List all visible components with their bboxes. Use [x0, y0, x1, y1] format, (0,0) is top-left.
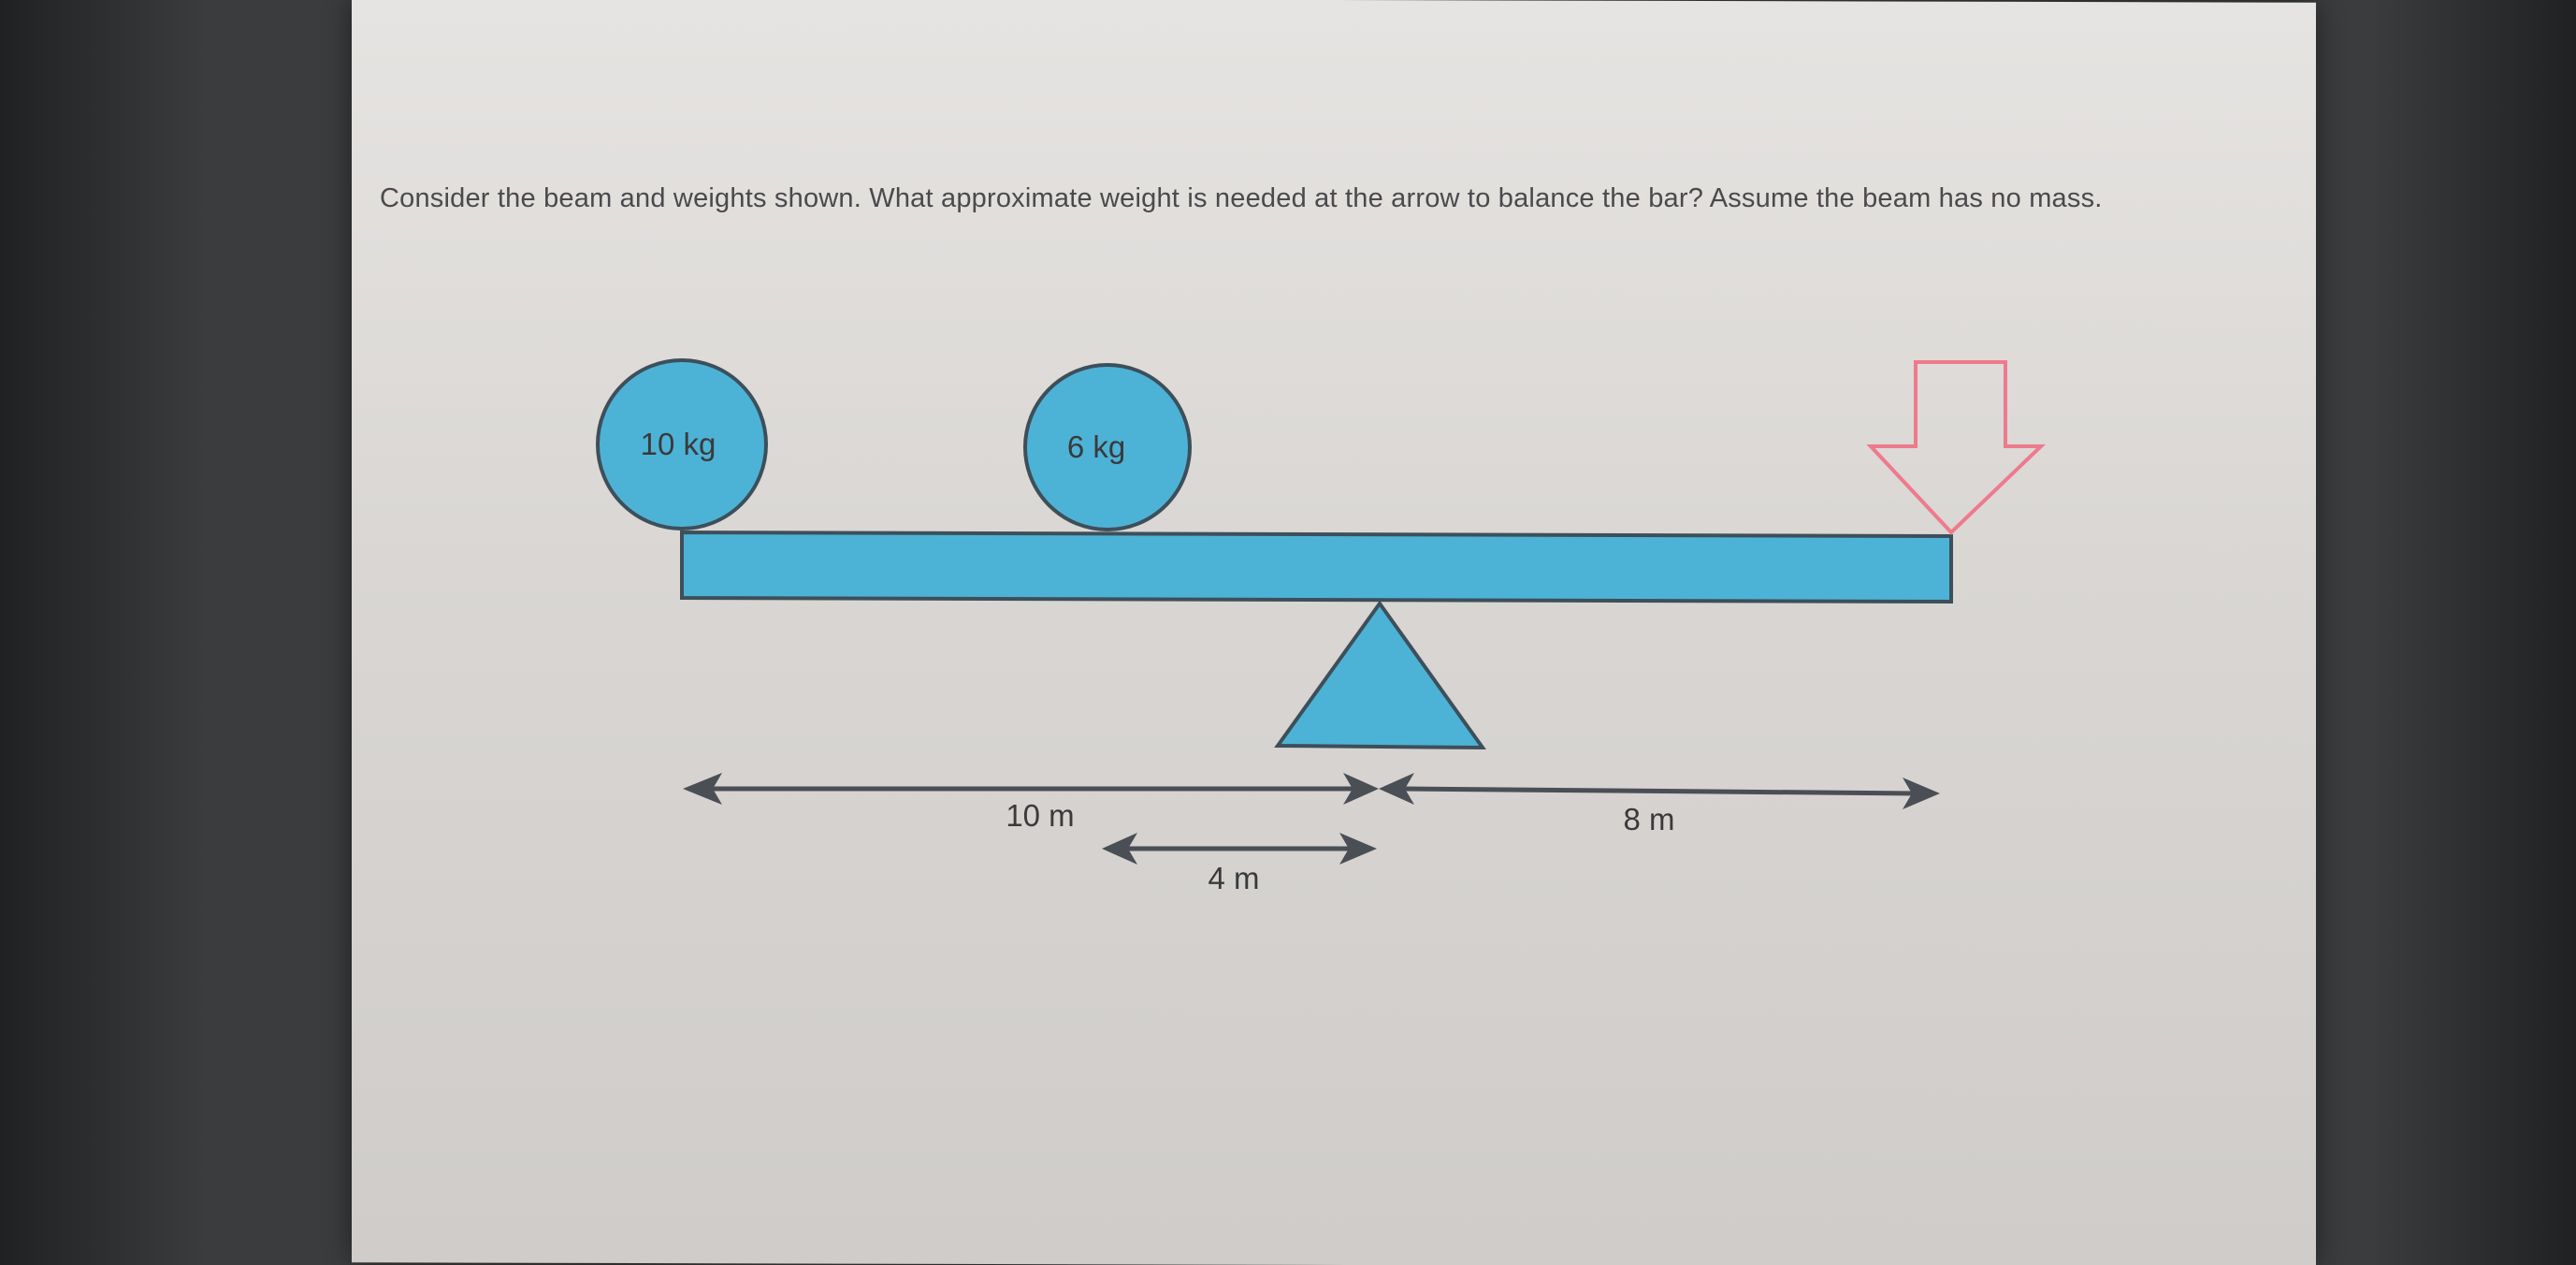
arrowhead-right-icon [1339, 833, 1377, 865]
dimension-4m-label: 4 m [1208, 861, 1259, 895]
question-text: Consider the beam and weights shown. Wha… [380, 183, 2103, 213]
weight-10kg-circle [596, 358, 768, 531]
dimension-10m: 10 m [683, 773, 1379, 833]
dimension-10m-label: 10 m [1006, 798, 1074, 833]
dimension-8m: 8 m [1379, 773, 1940, 836]
fulcrum-triangle [1274, 600, 1486, 750]
weight-10kg: 10 kg [596, 358, 768, 531]
weight-6kg-label: 6 kg [1067, 429, 1125, 464]
load-arrow-icon [1866, 360, 2046, 535]
dimension-4m: 4 m [1102, 833, 1377, 895]
arrowhead-left-icon [1379, 773, 1414, 805]
arrowhead-left-icon [1102, 833, 1137, 865]
dimension-8m-label: 8 m [1623, 802, 1674, 836]
weight-6kg-circle [1023, 363, 1192, 531]
arrowhead-right-icon [1343, 773, 1379, 805]
arrowhead-right-icon [1903, 778, 1940, 809]
beam [680, 530, 1953, 604]
weight-10kg-label: 10 kg [641, 427, 716, 461]
dimension-8m-line [1402, 786, 1918, 796]
weight-6kg: 6 kg [1023, 363, 1192, 531]
arrowhead-left-icon [683, 773, 722, 805]
